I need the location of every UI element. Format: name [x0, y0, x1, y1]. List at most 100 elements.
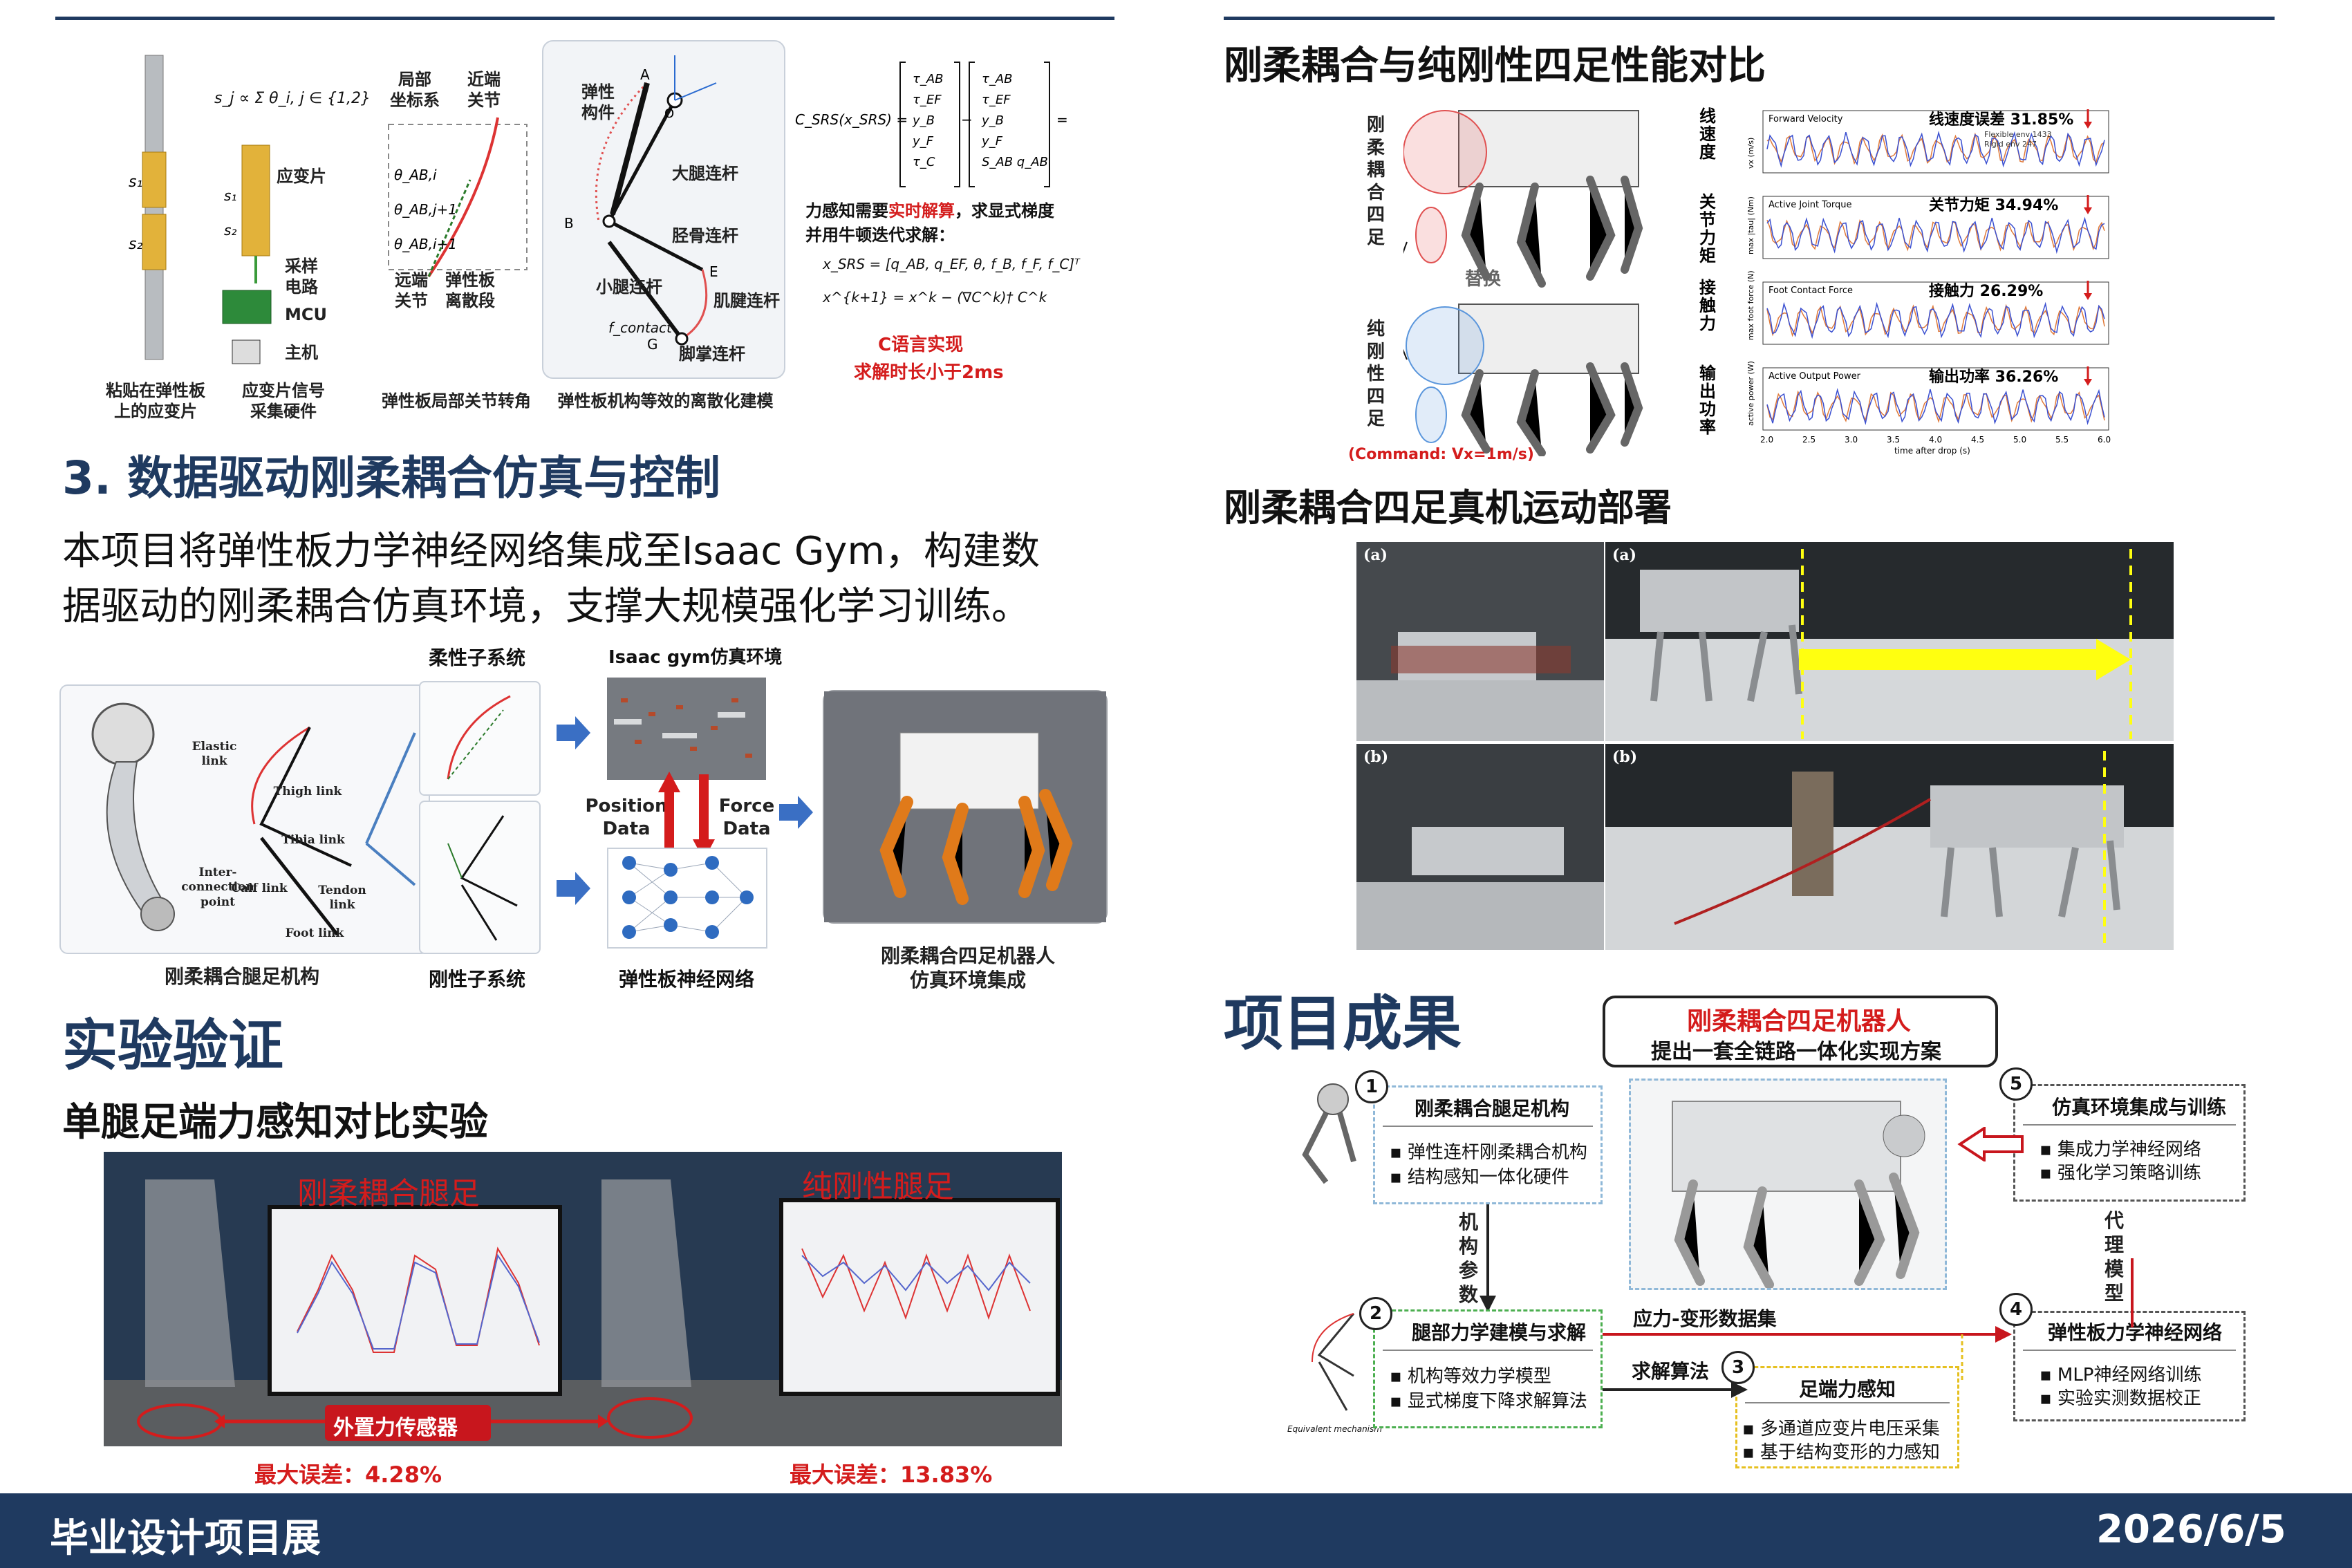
svg-text:C_SRS(x_SRS) =: C_SRS(x_SRS) = [795, 111, 908, 128]
arrow-stress-label: 应力-变形数据集 [1633, 1307, 1777, 1330]
flexible-drawing [447, 695, 511, 780]
arrow-flex-to-isaac [557, 716, 590, 749]
result-num-3: 3 [1721, 1351, 1755, 1384]
arrow-rigid-to-nn [557, 872, 590, 905]
footer-right: 2026/6/5 [2096, 1507, 2286, 1552]
x-tick-label: 3.5 [1887, 435, 1900, 445]
svg-text:E: E [709, 263, 718, 280]
solve-text-1: 力感知需要 [805, 201, 888, 221]
footer-left: 毕业设计项目展 [50, 1516, 321, 1561]
result-box-2-rule [1383, 1350, 1593, 1351]
deploy-photo-a-right [1605, 542, 2174, 741]
tibia-link-label: 胫骨连杆 [672, 226, 738, 245]
calf-link-label: 小腿连杆 [596, 277, 662, 297]
experiment-subtitle: 单腿足端力感知对比实验 [62, 1100, 488, 1145]
plot-metric: 接触力 26.29% [1929, 282, 2043, 300]
nn-caption: 弹性板神经网络 [619, 968, 755, 991]
series-flexible [1766, 130, 2105, 168]
top-rule-right [1224, 17, 2275, 20]
flexible-subsystem-panel [419, 681, 541, 796]
svg-text:s₂: s₂ [129, 236, 142, 253]
svg-text:τ_EF: τ_EF [913, 93, 942, 107]
svg-text:y_B: y_B [912, 113, 935, 128]
matrix-drawing: C_SRS(x_SRS) = τ_AB τ_EF y_B y_F τ_C − τ… [795, 62, 1081, 187]
row-side-label: 速 [1699, 124, 1716, 144]
footer-bar [0, 1493, 2352, 1568]
result-num-4: 4 [1999, 1293, 2033, 1326]
flexible-subsystem-label: 柔性子系统 [429, 646, 526, 669]
svg-text:= 0: = 0 [1056, 111, 1072, 128]
linkage-drawing: A O B E G [564, 55, 718, 353]
acquisition-drawing: s₁ s₂ [222, 144, 272, 364]
deploy-a-left-tag: (a) [1363, 546, 1388, 564]
top-rule-left [55, 17, 1114, 20]
far-joint-label: 远端 关节 [395, 270, 428, 310]
c-impl-label: C语言实现 [878, 335, 964, 355]
en-tibia-link: Tibia link [281, 833, 345, 847]
isaac-env-label: Isaac gym仿真环境 [608, 647, 783, 668]
svg-text:y_F: y_F [912, 134, 934, 149]
acquisition-figure: s₁ s₂ [207, 41, 366, 373]
result-box-1-title: 刚柔耦合腿足机构 [1415, 1097, 1570, 1120]
deploy-photo-a-left [1356, 542, 1604, 741]
x-axis-label: time after drop (s) [1894, 446, 1970, 456]
svg-text:y_F: y_F [981, 134, 1003, 149]
x-tick-label: 5.5 [2055, 435, 2069, 445]
plot-ylabel: max foot force (N) [1746, 270, 1755, 340]
svg-text:τ_C: τ_C [913, 155, 935, 169]
scene-b-left [1356, 744, 1604, 950]
series-rigid [1766, 218, 2105, 252]
result-box-5-title: 仿真环境集成与训练 [2052, 1096, 2227, 1119]
result-box-1-item-1: ▪ 弹性连杆刚柔耦合机构 [1390, 1142, 1587, 1163]
metric-arrow-head [2084, 293, 2092, 300]
scene-a-left [1356, 542, 1604, 741]
result-box-2-item-2: ▪ 显式梯度下降求解算法 [1390, 1391, 1587, 1412]
host-label: 主机 [285, 343, 318, 362]
result-connectors [1603, 1258, 2134, 1398]
row-side-label: 接 [1699, 278, 1716, 297]
left-leg-label: 刚柔耦合腿足 [297, 1176, 480, 1211]
svg-text:θ_AB,i+1: θ_AB,i+1 [394, 236, 457, 252]
row-side-label: 节 [1699, 210, 1716, 230]
command-label: (Command: Vx=1m/s) [1348, 446, 1534, 463]
plot-metric: 关节力矩 34.94% [1929, 196, 2058, 214]
fig2-caption: 应变片信号 采集硬件 [242, 381, 325, 421]
position-data-label: Position Data [585, 796, 668, 839]
x-tick-label: 3.0 [1845, 435, 1858, 445]
svg-text:τ_AB: τ_AB [982, 72, 1013, 86]
result-box-4-rule [2023, 1350, 2236, 1351]
right-error: 最大误差：13.83% [790, 1462, 993, 1488]
near-joint-label: 近端 关节 [467, 70, 501, 110]
f-contact-label: f_contact [608, 319, 672, 336]
svg-text:θ_AB,i: θ_AB,i [394, 167, 437, 183]
left-error: 最大误差：4.28% [254, 1462, 442, 1488]
result-box-5-item-2: ▪ 强化学习策略训练 [2040, 1163, 2201, 1184]
discretized-model-panel: A O B E G [542, 40, 785, 379]
result-box-1-item-2: ▪ 结构感知一体化硬件 [1390, 1167, 1569, 1188]
svg-text:B: B [564, 215, 574, 232]
sensor-label: 外置力传感器 [333, 1416, 458, 1440]
neural-network-panel [607, 848, 767, 949]
series-flexible [1766, 388, 2105, 425]
svg-text:A: A [640, 66, 650, 83]
x-tick-label: 4.5 [1971, 435, 1984, 445]
rigid-subsystem-panel [419, 801, 541, 954]
series-rigid [1766, 390, 2105, 424]
arrow-solver-label: 求解算法 [1632, 1360, 1710, 1383]
result-box-3-rule [1745, 1402, 1950, 1403]
solve-time-label: 求解时长小于2ms [854, 362, 1004, 383]
svg-text:O: O [664, 106, 674, 121]
solve-text-2: ，求显式梯度 [955, 201, 1054, 221]
metric-arrow-head [2084, 379, 2092, 386]
elastic-member-label: 弹性 构件 [581, 82, 615, 122]
thigh-link-label: 大腿连杆 [672, 164, 738, 183]
result-num-1: 1 [1355, 1070, 1388, 1103]
svg-text:θ_AB,j+1: θ_AB,j+1 [394, 201, 457, 218]
deploy-photo-b-right [1605, 744, 2174, 950]
result-box-2 [1373, 1309, 1603, 1428]
row-side-label: 出 [1699, 382, 1716, 401]
isaac-scene [607, 678, 766, 780]
arrow-to-sim [779, 796, 813, 829]
